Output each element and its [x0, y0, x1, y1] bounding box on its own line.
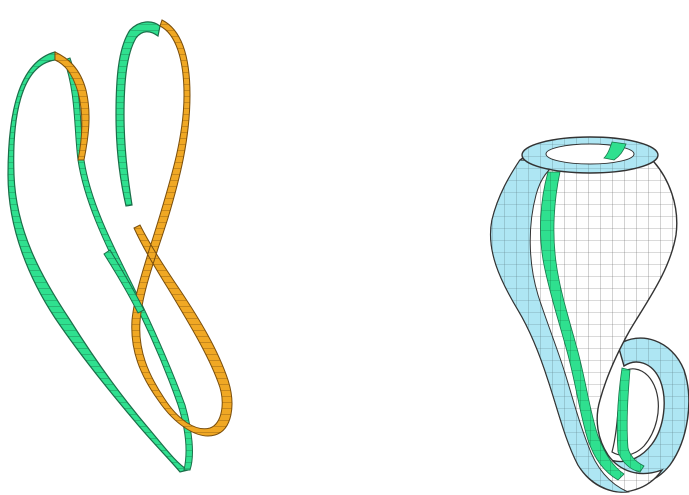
band-right-loop-orange — [132, 20, 232, 436]
band-orange-top — [55, 52, 89, 160]
klein-bottle-icon — [491, 137, 689, 492]
band-right-loop-green — [116, 22, 160, 206]
band-crossing-green — [104, 250, 144, 313]
mobius-band-icon — [8, 20, 232, 472]
